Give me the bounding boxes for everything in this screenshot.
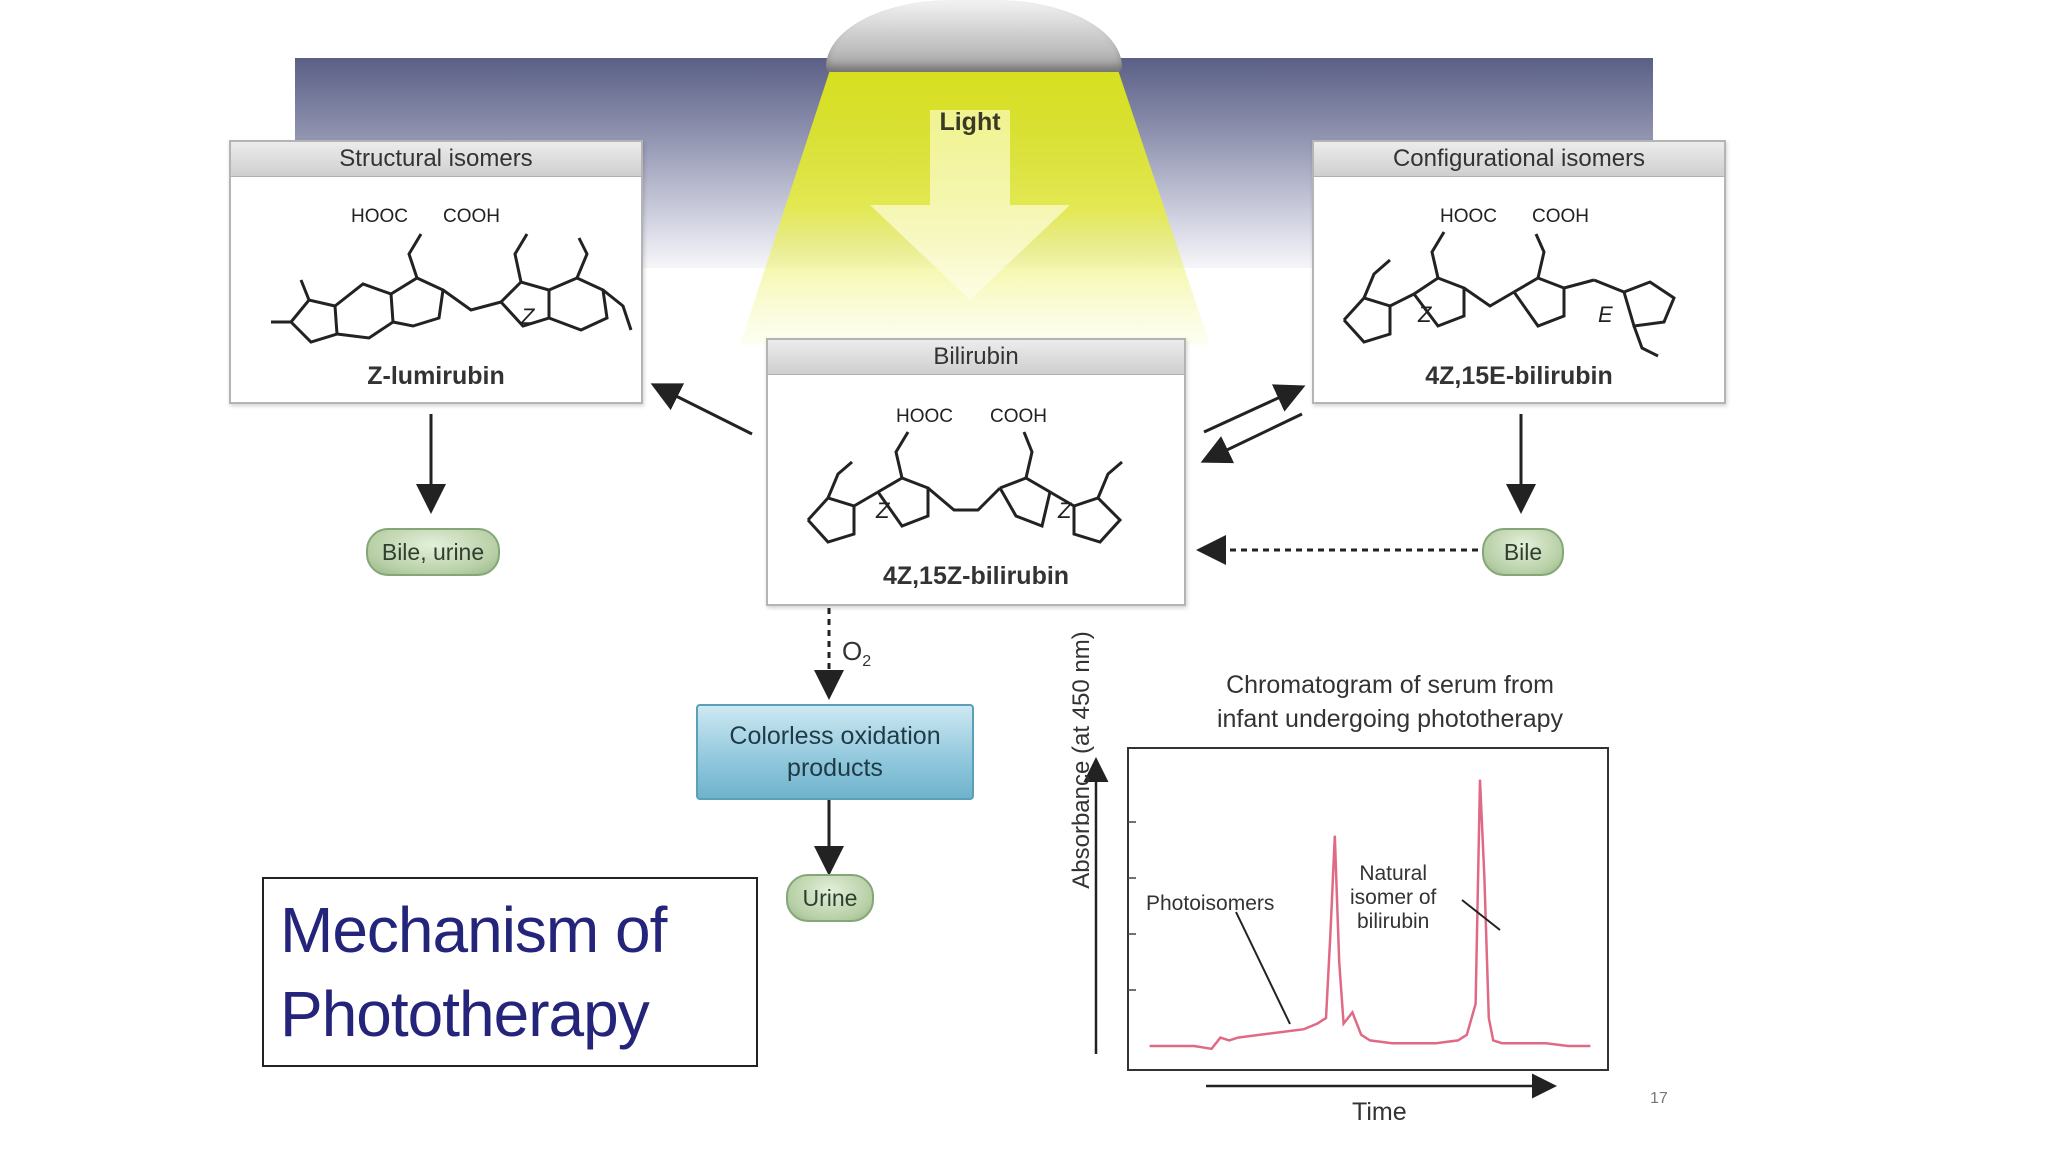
trace-point [1589,1045,1591,1047]
trace-point [1338,961,1340,963]
chromatogram-title-line1: Chromatogram of serum from [1226,671,1554,699]
arrow-to-lumirubin [650,383,753,436]
trace-point [1369,1039,1371,1042]
chart-frame [1127,747,1609,1071]
trace-point [1351,1011,1354,1014]
configurational-isomers-header: Configurational isomers [1314,142,1724,177]
structural-isomers-box: Structural isomers HOOC COOH Z [229,140,643,404]
chromatogram-title-line2: infant undergoing phototherapy [1216,705,1564,733]
colorless-oxidation-products-box: Colorless oxidation products [696,704,974,800]
bile-pill: Bile [1482,528,1564,576]
bilirubin-hooc: HOOC [896,406,953,427]
structural-hooc: HOOC [351,206,408,227]
structural-z-mark: Z [520,304,536,329]
urine-pill: Urine [786,874,874,922]
trace-point [1237,1036,1239,1039]
structural-isomers-header: Structural isomers [231,142,641,177]
configurational-z-mark: Z [1417,302,1433,327]
4z15e-bilirubin-caption: 4Z,15E-bilirubin [1425,362,1613,390]
configurational-e-mark: E [1598,302,1613,327]
natural-isomer-line3: bilirubin [1356,910,1430,933]
trace-point [1329,933,1332,935]
trace-point [1479,779,1481,781]
trace-point [1413,1042,1415,1044]
natural-isomer-line2: isomer of [1350,886,1437,909]
chromatogram-xlabel: Time [1352,1098,1407,1126]
bilirubin-z-mark-right: Z [1057,498,1073,523]
4z15e-bilirubin-structure: HOOC COOH Z E [1342,206,1676,358]
arrow-to-bilirubin [1200,412,1303,464]
slide-title-line1: Mechanism of [280,894,667,966]
trace-point [1492,1039,1494,1042]
trace-point [1483,877,1486,879]
trace-point [1219,1036,1222,1039]
natural-isomer-pointer [1461,899,1501,931]
trace-point [1149,1045,1151,1047]
trace-point [1281,1031,1283,1033]
natural-isomer-annotation: Natural isomer of bilirubin [1350,862,1436,934]
o2-label: O2 [842,636,872,671]
configurational-hooc: HOOC [1440,206,1497,227]
z-lumirubin-caption: Z-lumirubin [367,362,505,390]
configurational-cooh: COOH [1532,206,1589,227]
bilirubin-z-mark-left: Z [875,498,891,523]
trace-point [1545,1042,1547,1044]
light-label: Light [939,108,1001,136]
trace-point [1360,1034,1362,1036]
light-arrow [870,110,1070,300]
bilirubin-header: Bilirubin [768,340,1184,375]
bile-urine-pill: Bile, urine [366,528,500,576]
trace-point [1259,1034,1261,1036]
trace-point [1193,1045,1195,1047]
trace-point [1567,1045,1569,1047]
trace-point [1391,1042,1393,1044]
photoisomers-pointer [1235,911,1291,1025]
trace-point [1457,1039,1459,1042]
chromatogram-ylabel: Absorbance (at 450 nm) [1068,631,1095,889]
trace-point [1342,1022,1345,1025]
trace-point [1474,1003,1477,1005]
4z15z-bilirubin-structure: HOOC COOH Z Z [806,406,1123,544]
4z15z-bilirubin-caption: 4Z,15Z-bilirubin [882,562,1070,590]
slide-title-line2: Phototherapy [280,978,650,1050]
z-lumirubin-structure: HOOC COOH Z [271,206,633,344]
trace-point [1488,1017,1490,1019]
trace-point [1435,1042,1437,1044]
configurational-isomers-box: Configurational isomers HOOC COOH Z E [1312,140,1726,404]
bilirubin-box: Bilirubin HOOC COOH Z Z 4Z, [766,338,1186,606]
trace-point [1210,1048,1213,1050]
plot-area [1128,779,1591,1051]
trace-point [1303,1028,1305,1030]
slide-title-box: Mechanism of Phototherapy [262,877,758,1067]
page-number: 17 [1650,1090,1668,1107]
trace-point [1325,1017,1327,1019]
trace-point [1316,1022,1318,1025]
trace-point [1466,1034,1468,1036]
trace-point [1523,1042,1525,1044]
structural-cooh: COOH [443,206,500,227]
trace-point [1501,1042,1503,1044]
arrow-to-configurational [1203,384,1306,434]
photoisomers-annotation: Photoisomers [1146,892,1275,915]
oxidation-label-line1: Colorless oxidation [729,722,941,750]
natural-isomer-line1: Natural [1359,862,1428,885]
trace-point [1334,835,1336,837]
bilirubin-cooh: COOH [990,406,1047,427]
trace-point [1228,1039,1230,1042]
oxidation-label-line2: products [787,754,883,782]
chromatogram-title: Chromatogram of serum from infant underg… [1150,668,1630,736]
